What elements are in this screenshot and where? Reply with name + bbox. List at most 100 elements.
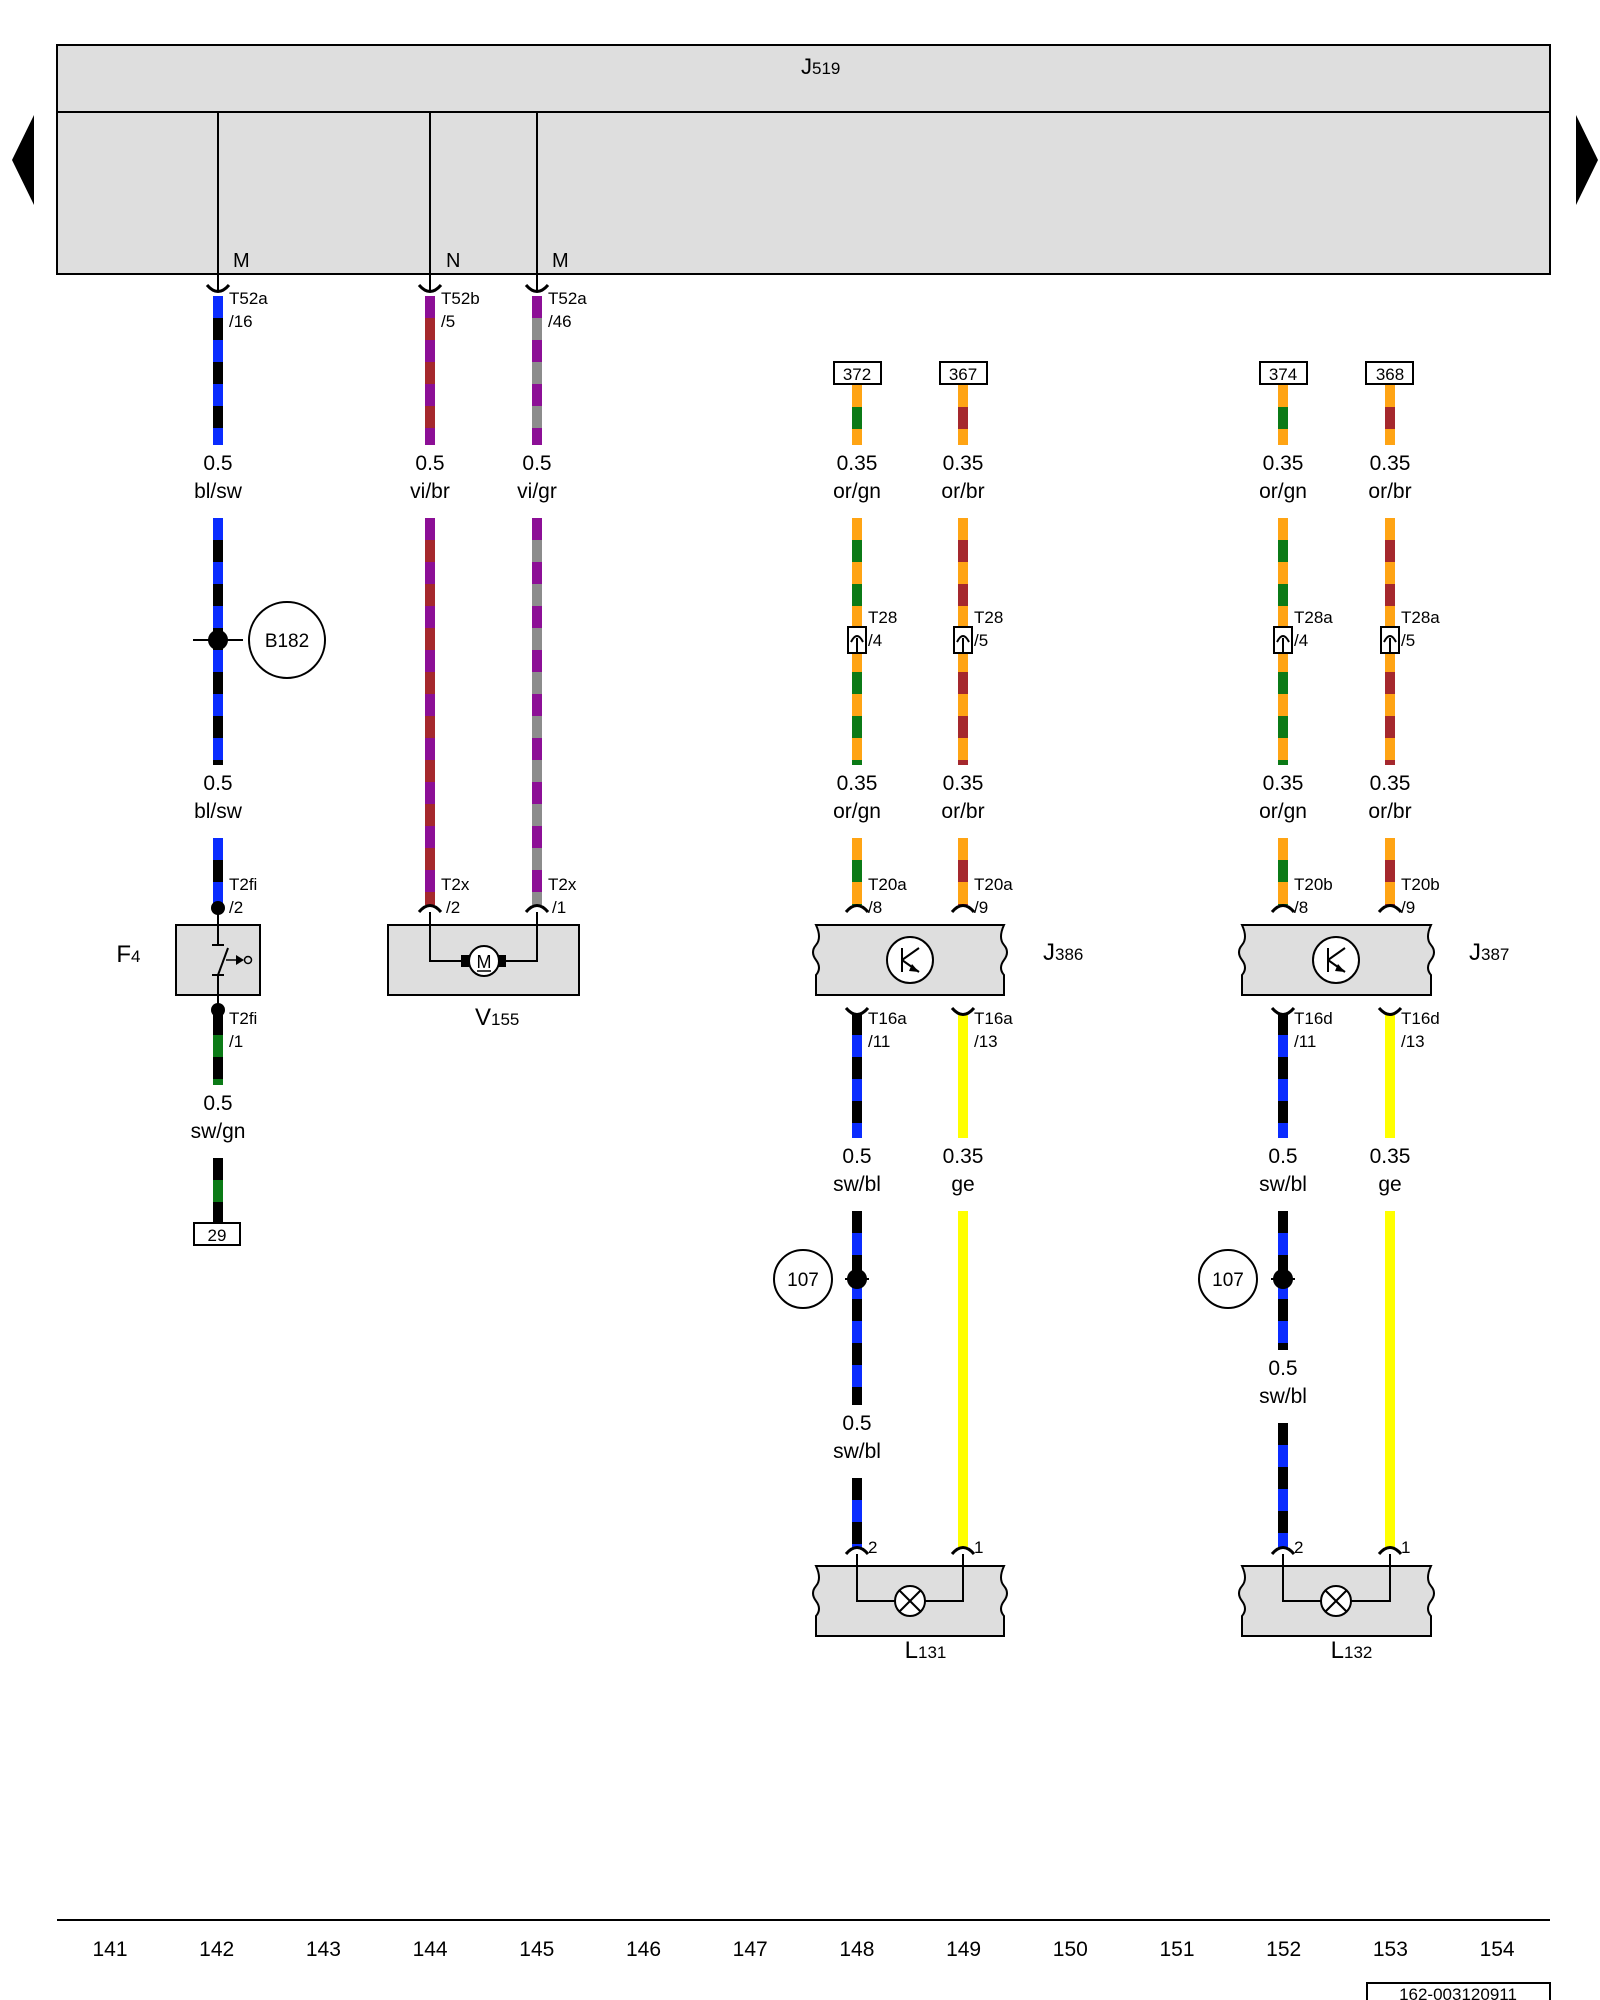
wire-stripe xyxy=(1278,1533,1288,1548)
wire-size-144: 0.5 xyxy=(415,452,444,475)
l131-pin-1: 1 xyxy=(974,1538,983,1557)
conn-t28a-5: T28a xyxy=(1401,608,1440,627)
ref-box-367[interactable]: 367 xyxy=(939,361,988,385)
next-page-arrow-icon[interactable] xyxy=(1576,115,1598,205)
column-number: 146 xyxy=(626,1938,661,1961)
wire-w145-segment-7[interactable] xyxy=(532,296,542,445)
conn-t52a-16-num: /16 xyxy=(229,312,253,331)
wire-stripe xyxy=(1278,1079,1288,1101)
wire-size-145: 0.5 xyxy=(522,452,551,475)
wire-w144-segment-5[interactable] xyxy=(425,296,435,445)
j519-label-letter: J xyxy=(801,54,812,79)
inline-connector-t28[interactable]: T28 /4 T28 /5 xyxy=(847,608,1003,654)
wire-w149c-segment-18[interactable] xyxy=(958,1013,968,1138)
l132-label-letter: L xyxy=(1331,1637,1344,1664)
ground-point-107-right[interactable]: 107 xyxy=(1198,1249,1295,1309)
wire-w148a-segment-9[interactable] xyxy=(852,385,862,445)
wire-w149a-segment-15[interactable] xyxy=(958,385,968,445)
wire-size-152a: 0.35 xyxy=(1263,452,1304,475)
wire-w149c-segment-19[interactable] xyxy=(958,1211,968,1548)
wire-base xyxy=(852,1211,862,1405)
wire-stripe xyxy=(213,406,223,428)
motor-symbol-text: M xyxy=(477,952,492,972)
column-number: 150 xyxy=(1053,1938,1088,1961)
wire-w152d-segment-25[interactable] xyxy=(1278,1423,1288,1548)
ground-point-107-left[interactable]: 107 xyxy=(773,1249,869,1309)
conn-t16a-13-num: /13 xyxy=(974,1032,998,1051)
wire-stripe xyxy=(425,362,435,384)
wire-w142b-segment-2[interactable] xyxy=(213,838,223,905)
wire-w152c-segment-23[interactable] xyxy=(1278,1013,1288,1138)
wire-w145-segment-8[interactable] xyxy=(532,518,542,905)
ref-box-372[interactable]: 372 xyxy=(833,361,882,385)
wire-base xyxy=(1278,1013,1288,1138)
l131-label-letter: L xyxy=(905,1637,918,1664)
inline-connector-t28a[interactable]: T28a /4 T28a /5 xyxy=(1273,608,1440,654)
wire-stripe xyxy=(213,1180,223,1202)
wire-w152b-segment-22[interactable] xyxy=(1278,838,1288,905)
wire-w142c-segment-4[interactable] xyxy=(213,1158,223,1222)
ref-box-374[interactable]: 374 xyxy=(1259,361,1308,385)
wire-size-142b: 0.5 xyxy=(203,772,232,795)
conn-t20a-9-num: /9 xyxy=(974,898,988,917)
switch-f4[interactable]: T2fi /2 T2fi /1 F 4 xyxy=(116,875,261,1051)
wire-w153c-segment-29[interactable] xyxy=(1385,1013,1395,1138)
wire-stripe xyxy=(852,540,862,562)
wire-stripe xyxy=(532,716,542,738)
motor-v155[interactable]: T2x /2 T2x /1 M V 155 xyxy=(387,875,580,1031)
wire-stripe xyxy=(852,407,862,429)
wire-stripe xyxy=(213,716,223,738)
wire-base xyxy=(1278,1423,1288,1548)
module-j387[interactable]: T20b /8 T20b /9 T16d /11 T16d /13 J 387 xyxy=(1238,875,1509,1051)
wire-w153c-segment-30[interactable] xyxy=(1385,1211,1395,1548)
conn-t28a-5-num: /5 xyxy=(1401,631,1415,650)
wire-w153a-segment-26[interactable] xyxy=(1385,385,1395,445)
ref-box-368[interactable]: 368 xyxy=(1365,361,1414,385)
wire-w148d-segment-14[interactable] xyxy=(852,1478,862,1548)
wire-color-148d: sw/bl xyxy=(833,1440,881,1463)
conn-t2fi-2: T2fi xyxy=(229,875,257,894)
wire-stripe xyxy=(425,628,435,650)
wire-stripe xyxy=(532,760,542,782)
wire-stripe xyxy=(1385,672,1395,694)
wire-stripe xyxy=(425,406,435,428)
wire-size-152b: 0.35 xyxy=(1263,772,1304,795)
splice-b182-circle xyxy=(248,601,326,679)
pin-label-145: M xyxy=(552,250,569,272)
wire-size-148c: 0.5 xyxy=(842,1145,871,1168)
column-number: 147 xyxy=(733,1938,768,1961)
wire-stripe xyxy=(1278,1233,1288,1255)
conn-t28-5: T28 xyxy=(974,608,1003,627)
column-number: 149 xyxy=(946,1938,981,1961)
wire-size-149c: 0.35 xyxy=(943,1145,984,1168)
doc-number: 162-003120911 xyxy=(1399,1985,1517,2000)
wire-w142a-segment-0[interactable] xyxy=(213,296,223,445)
ground-107-label: 107 xyxy=(1212,1270,1244,1291)
wire-w149b-segment-17[interactable] xyxy=(958,838,968,905)
ground-circle xyxy=(773,1249,833,1309)
wire-w148b-segment-11[interactable] xyxy=(852,838,862,905)
conn-t20a-8-num: /8 xyxy=(868,898,882,917)
v155-body xyxy=(387,924,580,996)
previous-page-arrow-icon[interactable] xyxy=(12,115,34,205)
wire-size-148b: 0.35 xyxy=(837,772,878,795)
wire-w153b-segment-28[interactable] xyxy=(1385,838,1395,905)
wire-w152a-segment-20[interactable] xyxy=(1278,385,1288,445)
lamp-l131[interactable]: 2 1 L 131 xyxy=(812,1538,1008,1664)
wire-stripe xyxy=(1278,672,1288,694)
ref-box-29[interactable]: 29 xyxy=(193,1222,241,1246)
f4-pin-bottom-dot xyxy=(211,1003,225,1017)
wire-stripe xyxy=(1278,760,1288,765)
splice-b182[interactable]: B182 xyxy=(193,601,326,679)
module-j386[interactable]: T20a /8 T20a /9 T16a /11 T16a /13 J 386 xyxy=(812,875,1083,1051)
lamp-l132[interactable]: 2 1 L 132 xyxy=(1238,1538,1435,1664)
wire-stripe xyxy=(1278,540,1288,562)
wire-stripe xyxy=(958,760,968,765)
conn-t16d-11-num: /11 xyxy=(1294,1032,1316,1051)
wire-w148c-segment-12[interactable] xyxy=(852,1013,862,1138)
wire-stripe xyxy=(532,672,542,694)
wire-w148d-segment-13[interactable] xyxy=(852,1211,862,1405)
wire-w144-segment-6[interactable] xyxy=(425,518,435,905)
wire-w142c-segment-3[interactable] xyxy=(213,1013,223,1085)
wire-stripe xyxy=(425,848,435,870)
